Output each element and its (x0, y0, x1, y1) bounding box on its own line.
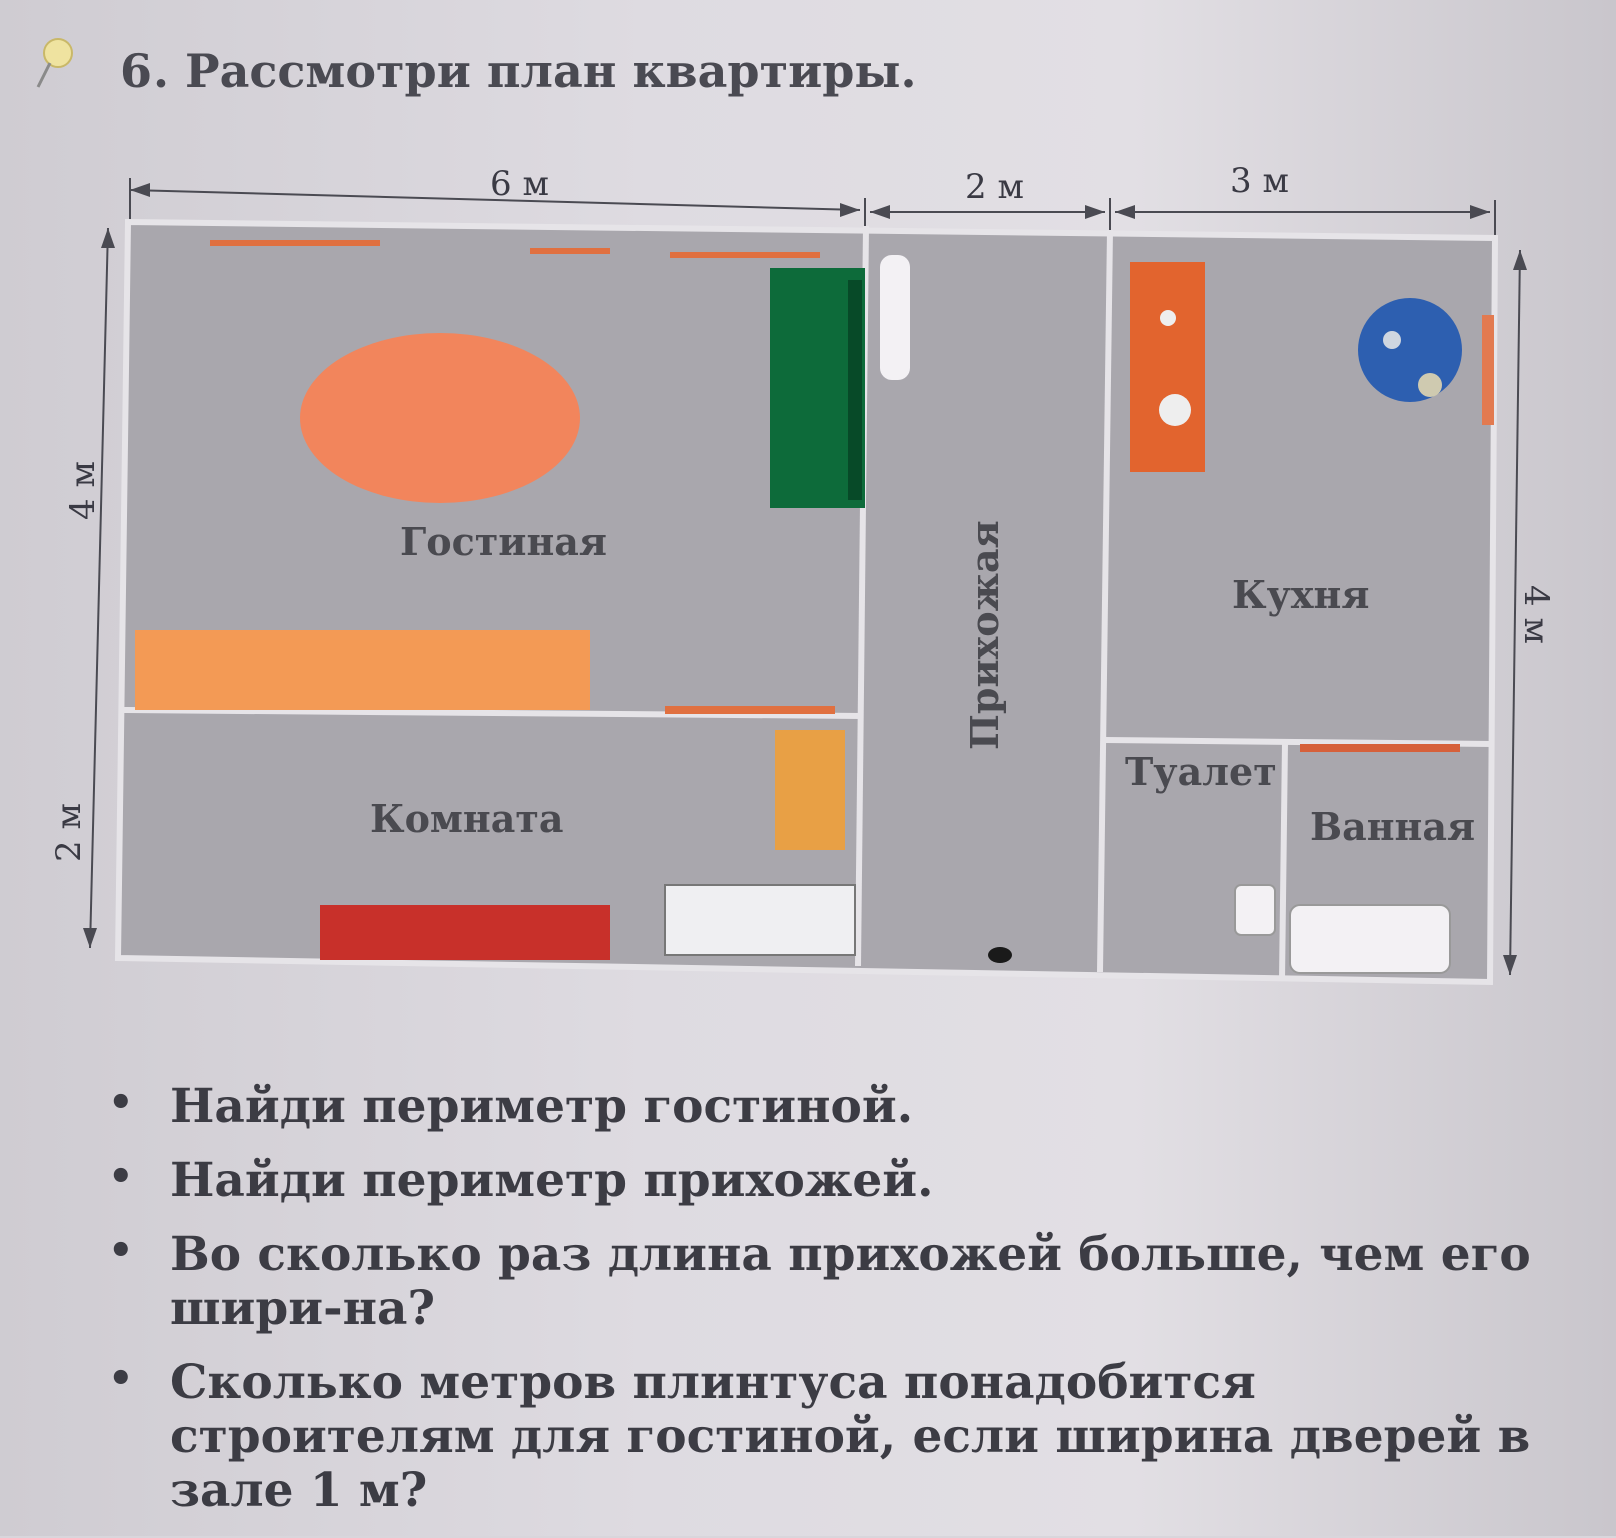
room-hall-label: Прихожая (962, 520, 1007, 750)
apartment-plan: 6 м 2 м 3 м 4 м 2 м 4 м Прихожая Гостина… (49, 161, 1556, 986)
question-text: Во сколько раз длина прихожей больше, че… (170, 1227, 1531, 1337)
round-table (1358, 298, 1462, 402)
hall-stool (988, 947, 1012, 963)
question-item: • Найди периметр прихожей. (100, 1154, 1580, 1208)
shelf (135, 630, 590, 710)
red-bed (320, 905, 610, 960)
question-item: • Найди периметр гостиной. (100, 1079, 1580, 1134)
bullet: • (108, 1227, 134, 1275)
question-text: Сколько метров плинтуса понадобится стро… (170, 1355, 1531, 1519)
sofa-back (848, 280, 862, 500)
small-shelf (665, 706, 835, 714)
task-number: 6. (120, 44, 171, 98)
room-small-label: Комната (370, 796, 564, 841)
round-table-item (1418, 373, 1442, 397)
question-text: Найди периметр гостиной. (170, 1079, 914, 1134)
dim-right: 4 м (1516, 585, 1556, 644)
round-table-item (1383, 331, 1401, 349)
dim-kitchen-width: 3 м (1230, 161, 1289, 201)
desk (775, 730, 845, 850)
bullet: • (108, 1079, 134, 1126)
kitchen-window (1482, 315, 1494, 425)
dim-left-lower: 2 м (49, 803, 89, 862)
window-strip (670, 252, 820, 258)
rug (300, 333, 580, 503)
window-strip (530, 248, 610, 254)
questions-list: • Найди периметр гостиной. • Найди перим… (100, 1079, 1580, 1538)
room-toilet-label: Туалет (1125, 749, 1277, 794)
toilet-fixture (1234, 884, 1276, 936)
bath-shelf (1300, 744, 1460, 752)
question-text: Найди периметр прихожей. (170, 1153, 934, 1209)
room-kitchen-label: Кухня (1232, 572, 1369, 617)
dim-hall-width: 2 м (965, 167, 1024, 207)
cup (1160, 310, 1176, 326)
question-item: • Сколько метров плинтуса понадобится ст… (100, 1356, 1580, 1518)
kitchen-table (1130, 262, 1205, 472)
window-strip (210, 240, 380, 246)
boat-shelf (880, 255, 910, 380)
dimension-lines (89, 178, 1521, 976)
bathtub (1289, 904, 1451, 974)
dim-left-upper: 4 м (63, 461, 103, 520)
question-item: • Во сколько раз длина прихожей больше, … (100, 1228, 1580, 1336)
plate (1159, 394, 1191, 426)
bullet: • (108, 1355, 134, 1403)
dimension-arrows (83, 183, 1527, 975)
task-title: Рассмотри план квартиры. (185, 44, 917, 98)
bed (664, 884, 856, 956)
bullet: • (108, 1153, 134, 1201)
room-living-label: Гостиная (400, 519, 607, 564)
pin-icon (36, 38, 73, 88)
room-bath-label: Ванная (1310, 804, 1475, 849)
dim-living-width: 6 м (490, 164, 549, 204)
